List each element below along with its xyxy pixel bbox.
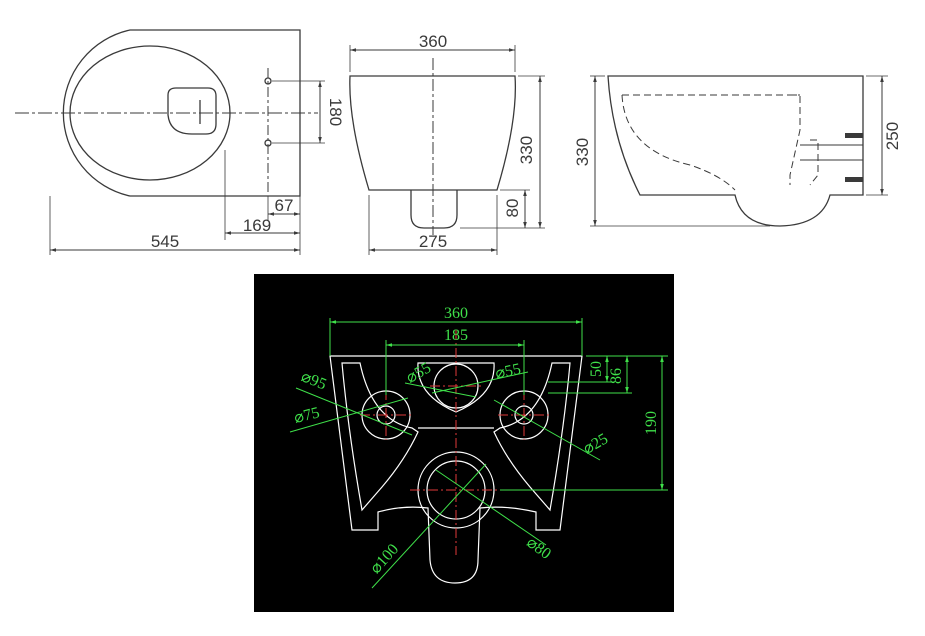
top-view-dim-545-label: 545	[151, 232, 179, 251]
side-view-bolt	[845, 177, 863, 182]
cad-leader-55-left	[404, 382, 477, 398]
cad-leader-80	[435, 469, 547, 546]
cad-right-hole-inner	[514, 405, 534, 425]
cad-body-outline	[329, 355, 583, 584]
cad-view	[289, 318, 668, 589]
front-view-dim-80-label: 80	[503, 199, 522, 218]
cad-dim-86-label: 86	[608, 368, 625, 384]
top-view-outlet	[167, 87, 217, 135]
top-view-dim-169-label: 169	[243, 216, 271, 235]
front-view	[349, 45, 545, 255]
side-view-dim-330-label: 330	[573, 138, 592, 166]
side-view	[590, 75, 888, 227]
cad-dia-55-right-label: ⌀55	[494, 361, 523, 383]
top-view-outline	[62, 29, 301, 197]
top-view-dim-67-label: 67	[275, 196, 294, 215]
cad-dim-185-label: 185	[444, 327, 468, 344]
front-view-dim-330-label: 330	[517, 136, 536, 164]
top-view-bolt-hole	[264, 139, 272, 147]
side-view-inner-bowl	[621, 94, 800, 191]
front-view-dim-275-label: 275	[419, 232, 447, 251]
front-view-dim-360-label: 360	[419, 32, 447, 51]
cad-leader-100	[371, 463, 487, 589]
cad-leader-95	[295, 387, 413, 436]
cad-dim-360-label: 360	[444, 305, 468, 322]
side-view-dim-250-label: 250	[883, 122, 902, 150]
top-view-dim-180-label: 180	[326, 98, 345, 126]
cad-leader-55-right	[431, 371, 529, 394]
top-view-bolt-hole	[264, 77, 272, 85]
side-view-outline	[607, 75, 864, 227]
top-view	[15, 29, 325, 255]
cad-dim-190-label: 190	[643, 411, 660, 435]
cad-dia-75-label: ⌀75	[292, 404, 321, 427]
cad-inner-right	[493, 362, 571, 512]
cad-panel	[254, 274, 674, 612]
front-view-outline	[349, 75, 516, 191]
front-view-outlet	[410, 190, 458, 229]
cad-leader-75	[289, 397, 409, 433]
cad-leader-25	[493, 399, 601, 461]
cad-dim-50-label: 50	[588, 361, 605, 377]
side-view-trap	[789, 94, 819, 186]
side-view-bolt	[845, 133, 863, 138]
